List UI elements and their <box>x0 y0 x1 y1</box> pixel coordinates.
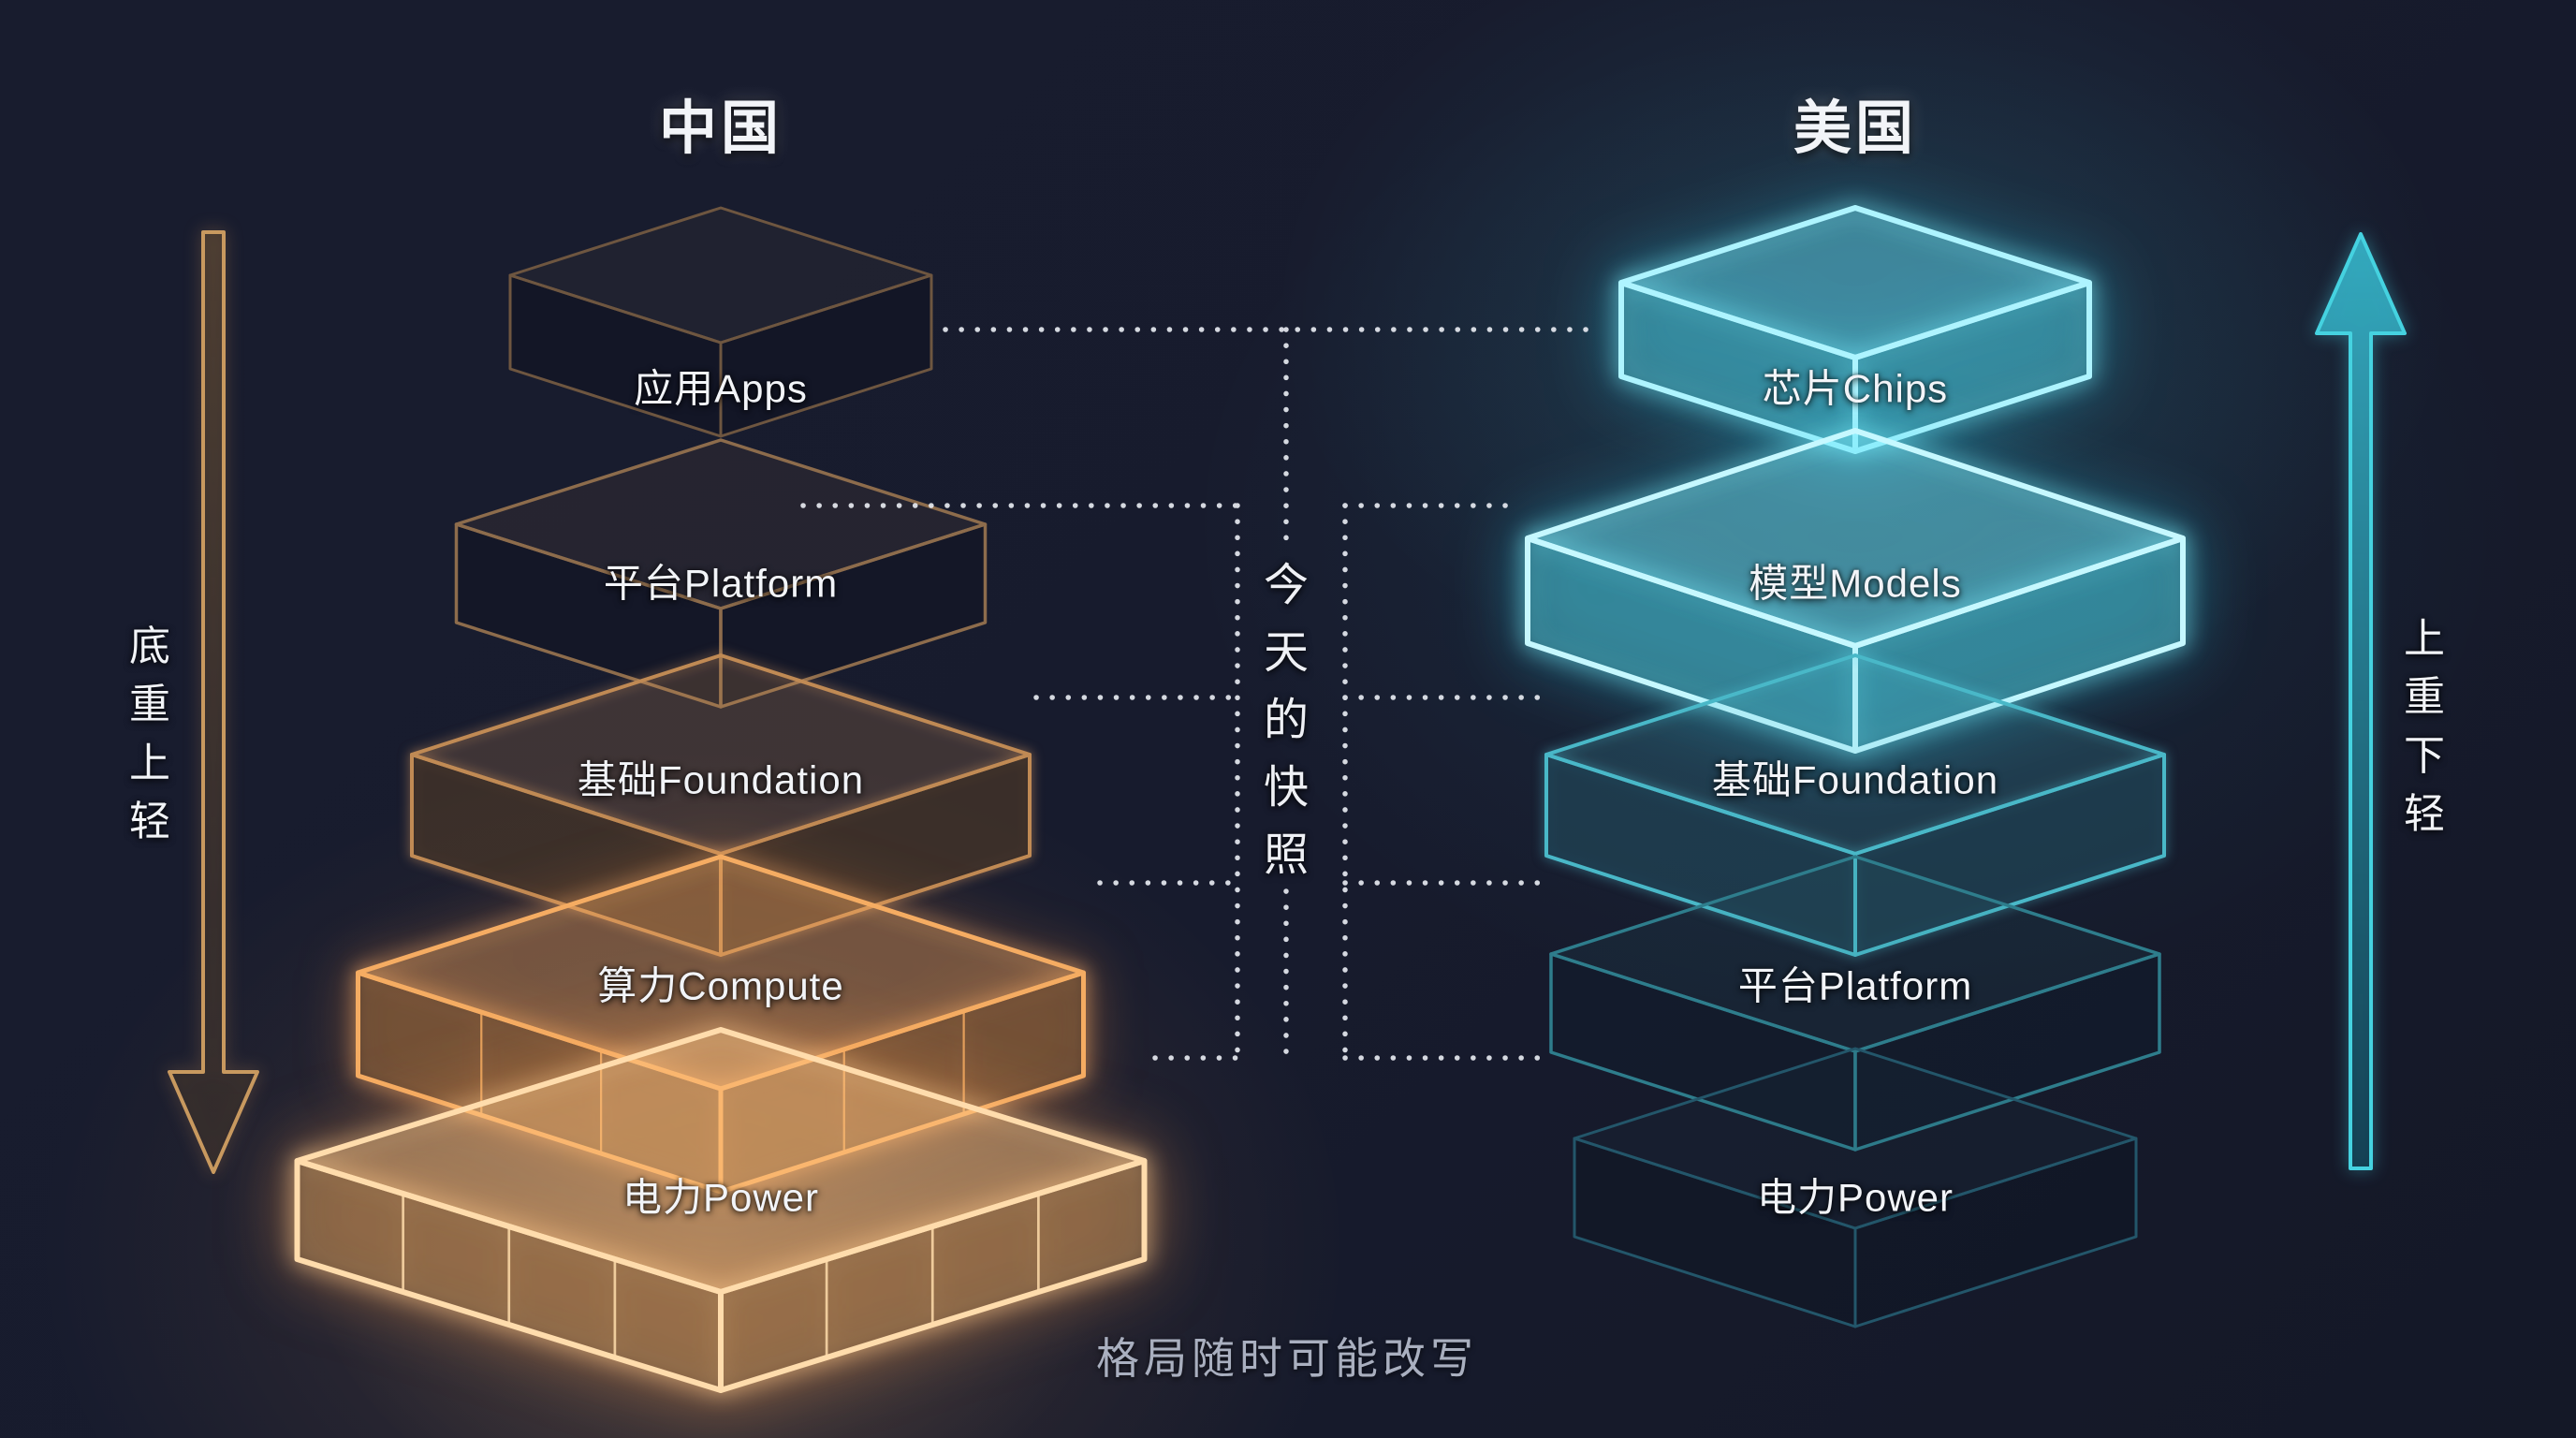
usa-stack <box>1525 205 2186 1328</box>
left-arrow-note: 底重上轻 <box>129 624 170 845</box>
china-layer-label-foundation: 基础Foundation <box>577 757 865 802</box>
right-arrow-note: 上重下轻 <box>2404 616 2445 838</box>
snapshot-note: 今天的快照 <box>1263 561 1310 880</box>
china-layer-label-compute: 算力Compute <box>597 963 844 1008</box>
china-stack <box>294 206 1148 1393</box>
usa-layer-label-chips: 芯片Chips <box>1762 366 1949 411</box>
usa-layer-label-models: 模型Models <box>1749 561 1962 606</box>
usa-layer-label-foundation: 基础Foundation <box>1711 757 1999 802</box>
up-arrow <box>2315 232 2407 1170</box>
caption: 格局随时可能改写 <box>1096 1334 1478 1383</box>
usa-layer-label-power: 电力Power <box>1756 1175 1954 1220</box>
snapshot-connector-lines <box>800 327 1589 1061</box>
down-arrow <box>168 230 259 1174</box>
china-layer-label-apps: 应用Apps <box>634 366 808 411</box>
china-layer-label-power: 电力Power <box>622 1175 820 1220</box>
china-layer-label-platform: 平台Platform <box>603 561 839 606</box>
usa-title: 美国 <box>1793 96 1918 161</box>
china-title: 中国 <box>658 96 783 161</box>
usa-layer-label-platform: 平台Platform <box>1737 963 1973 1008</box>
